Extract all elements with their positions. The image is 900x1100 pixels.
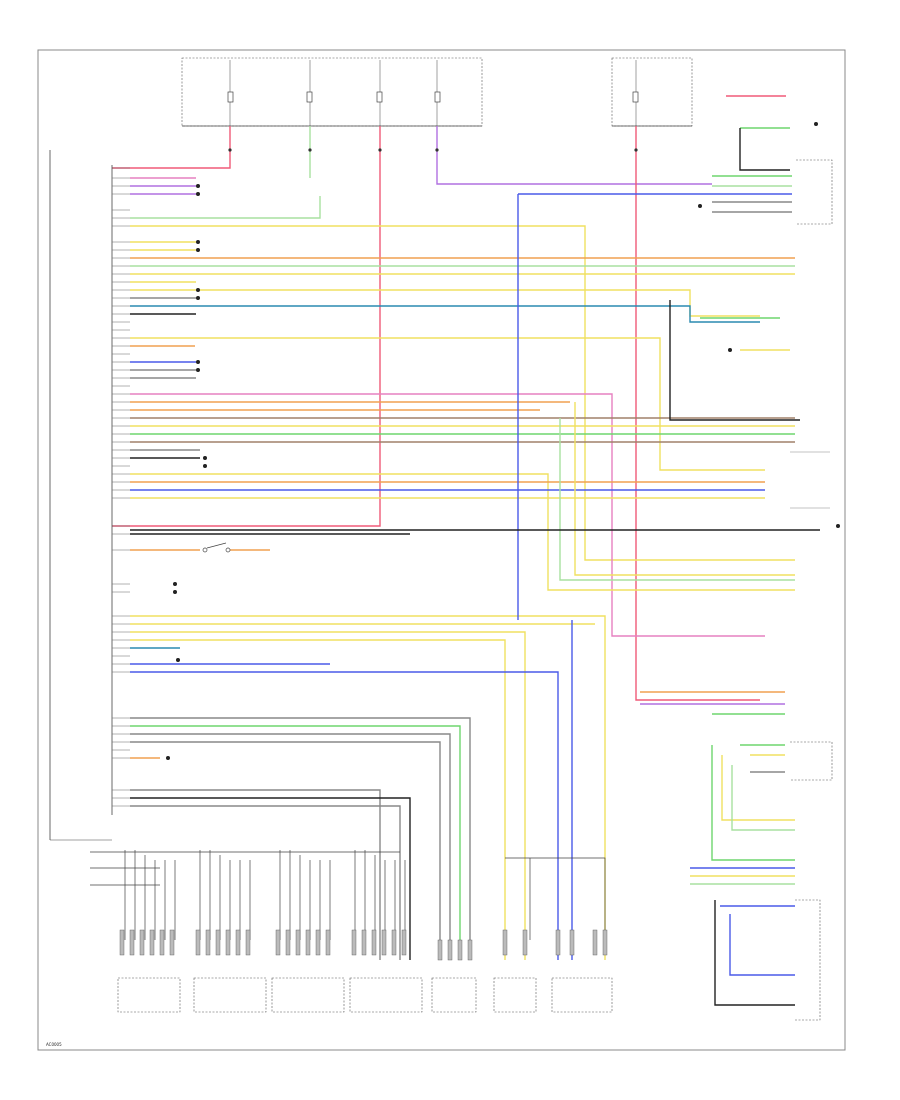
- harness-wires: [130, 177, 795, 960]
- top-fuse-panel: [181, 57, 483, 127]
- bottom-harness: [90, 850, 606, 940]
- misc-components: [166, 122, 840, 760]
- right-lower-sensors: [640, 691, 833, 1021]
- diagram-id-label: AC0005: [46, 1042, 62, 1047]
- right-mid-sensors: [130, 300, 830, 531]
- actuator-bodies: [117, 977, 613, 1013]
- actuator-connectors: [119, 929, 608, 961]
- right-top-sensor: [712, 95, 833, 225]
- control-module: [49, 150, 113, 841]
- power-feed-wires: [112, 126, 760, 701]
- module-pin-stubs: [112, 167, 130, 807]
- right-fuse-panel: [611, 57, 693, 127]
- diagram-frame: [37, 49, 846, 1051]
- relay-switch: [202, 542, 231, 553]
